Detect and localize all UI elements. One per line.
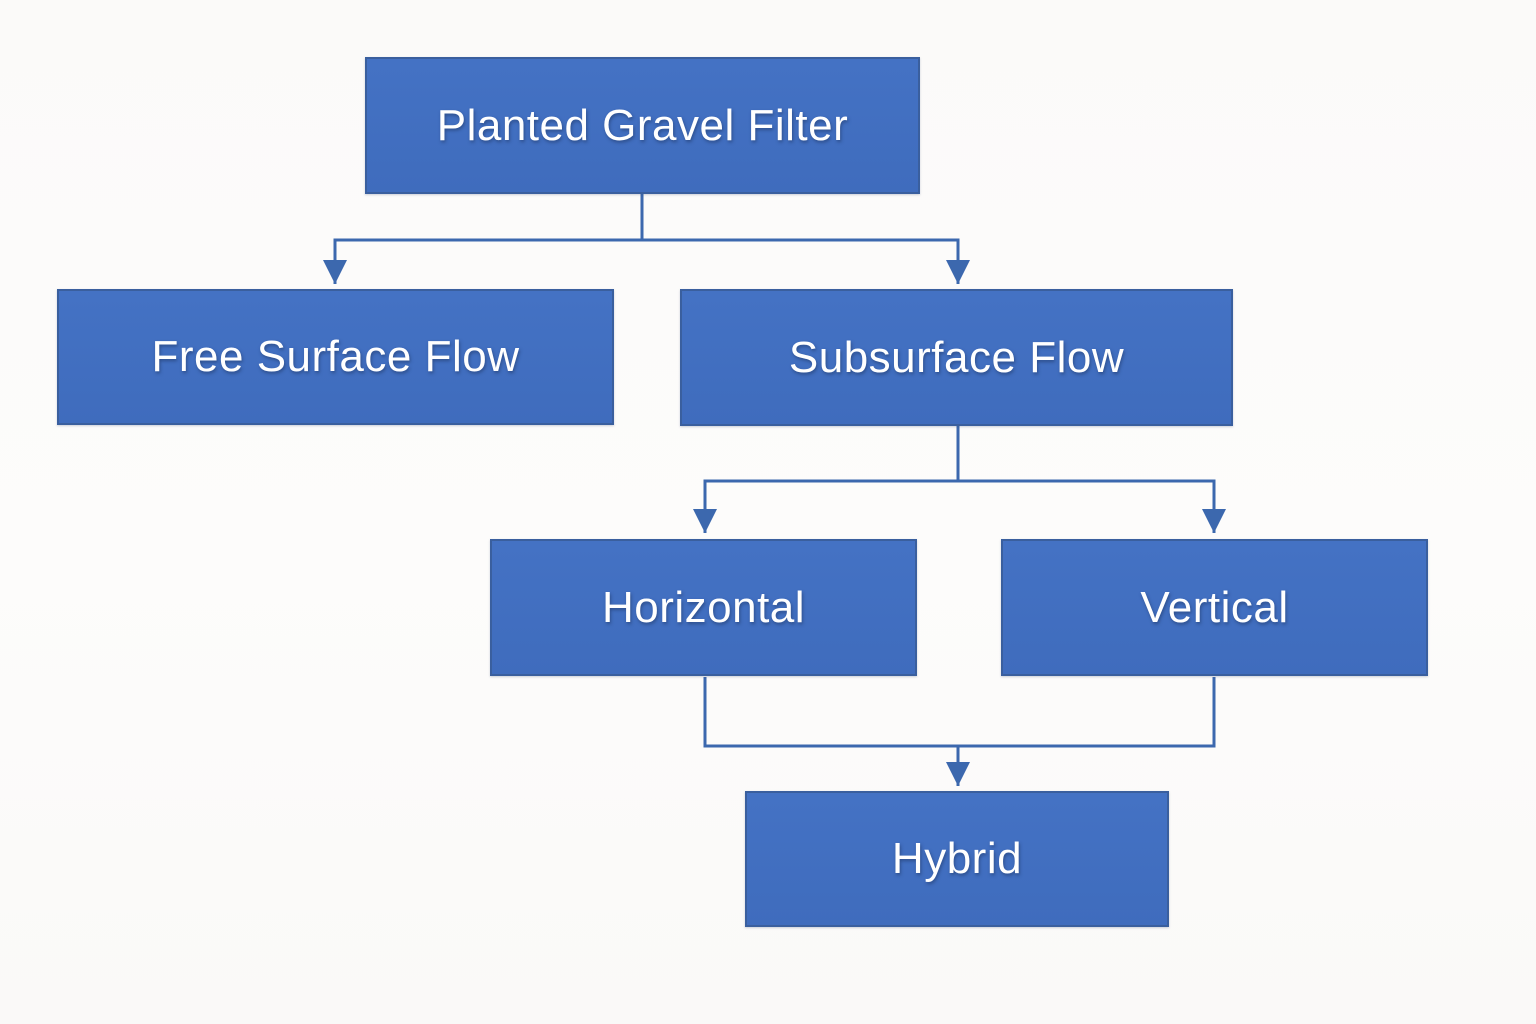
edge-subsurface-branches xyxy=(693,479,1226,533)
node-free-surface-flow: Free Surface Flow xyxy=(57,289,614,425)
node-hybrid: Hybrid xyxy=(745,791,1169,927)
node-planted-gravel-filter: Planted Gravel Filter xyxy=(365,57,920,194)
edge-merge-rail xyxy=(703,677,1216,748)
node-subsurface-flow-label: Subsurface Flow xyxy=(788,332,1125,382)
node-horizontal-label: Horizontal xyxy=(601,582,806,632)
edge-root-branches xyxy=(323,238,970,284)
node-vertical: Vertical xyxy=(1001,539,1428,676)
node-free-surface-flow-label: Free Surface Flow xyxy=(151,332,520,381)
node-hybrid-label: Hybrid xyxy=(891,834,1023,883)
node-planted-gravel-filter-label: Planted Gravel Filter xyxy=(436,100,849,150)
node-subsurface-flow: Subsurface Flow xyxy=(680,289,1233,426)
node-horizontal: Horizontal xyxy=(490,539,917,676)
node-vertical-label: Vertical xyxy=(1140,582,1289,632)
